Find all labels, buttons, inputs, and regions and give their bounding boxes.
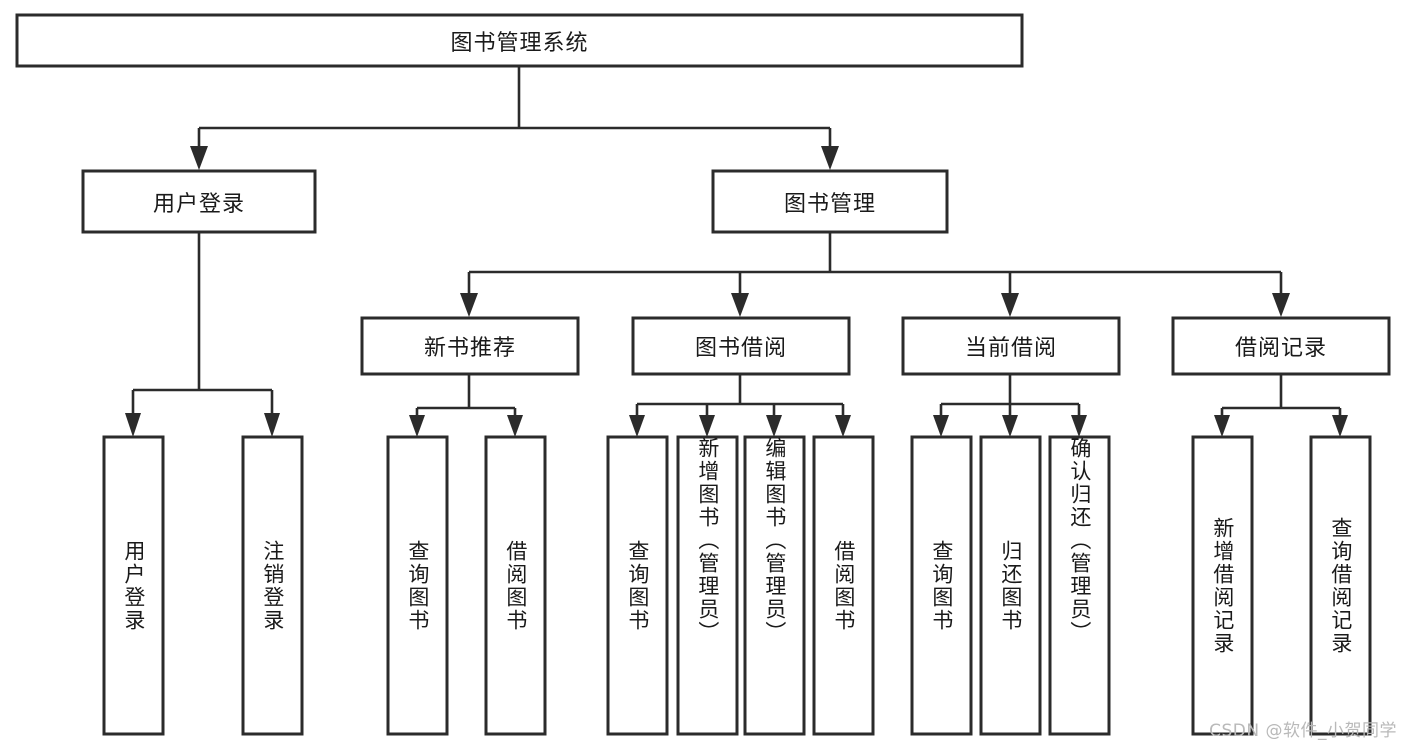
arrow-to-borrow-record-icon (1272, 293, 1290, 317)
arrow-book-borrow-leaf3-icon (766, 415, 782, 437)
leaf-box-new-book-2[interactable] (484, 435, 547, 736)
arrow-to-current-borrow-icon (1001, 293, 1019, 317)
arrow-current-borrow-leaf2-icon (1002, 415, 1018, 437)
leaf-box-current-borrow-1[interactable] (910, 435, 973, 736)
arrow-to-new-book-icon (460, 293, 478, 317)
arrow-current-borrow-leaf3-icon (1071, 415, 1087, 437)
leaf-box-book-borrow-4[interactable] (812, 435, 875, 736)
node-user-login-box[interactable] (81, 169, 317, 234)
arrow-to-book-borrow-icon (731, 293, 749, 317)
arrow-borrow-record-leaf1-icon (1214, 415, 1230, 437)
leaf-box-book-borrow-1[interactable] (606, 435, 669, 736)
node-root-box[interactable] (15, 13, 1024, 68)
connectors-borrow-record-to-leaves (1214, 374, 1348, 437)
connectors-root-to-level2 (190, 66, 839, 170)
arrow-book-borrow-leaf4-icon (835, 415, 851, 437)
arrow-book-borrow-leaf2-icon (699, 415, 715, 437)
leaf-box-user-login-2[interactable] (241, 435, 304, 736)
node-new-book-box[interactable] (360, 316, 580, 376)
node-current-borrow-box[interactable] (901, 316, 1121, 376)
leaf-box-book-borrow-2[interactable] (676, 435, 739, 736)
node-book-borrow-box[interactable] (631, 316, 851, 376)
node-borrow-record-box[interactable] (1171, 316, 1391, 376)
arrow-new-book-leaf1-icon (409, 415, 425, 437)
connectors-user-login-to-leaves (125, 232, 280, 437)
connectors-book-borrow-to-leaves (629, 374, 851, 437)
arrow-new-book-leaf2-icon (507, 415, 523, 437)
arrow-to-user-login-icon (190, 146, 208, 170)
leaf-box-book-borrow-3[interactable] (743, 435, 806, 736)
connectors-new-book-to-leaves (409, 374, 523, 437)
leaf-box-borrow-record-1[interactable] (1191, 435, 1254, 736)
arrow-current-borrow-leaf1-icon (933, 415, 949, 437)
leaf-box-user-login-1[interactable] (102, 435, 165, 736)
leaf-box-current-borrow-3[interactable] (1048, 435, 1111, 736)
connectors-current-borrow-to-leaves (933, 374, 1087, 437)
arrow-book-borrow-leaf1-icon (629, 415, 645, 437)
leaf-box-current-borrow-2[interactable] (979, 435, 1042, 736)
node-book-manage-box[interactable] (711, 169, 949, 234)
leaf-box-borrow-record-2[interactable] (1309, 435, 1372, 736)
arrow-user-login-leaf1-icon (125, 413, 141, 437)
arrow-borrow-record-leaf2-icon (1332, 415, 1348, 437)
connectors-book-manage-to-level3 (460, 232, 1290, 317)
arrow-to-book-manage-icon (821, 146, 839, 170)
arrow-user-login-leaf2-icon (264, 413, 280, 437)
leaf-box-new-book-1[interactable] (386, 435, 449, 736)
